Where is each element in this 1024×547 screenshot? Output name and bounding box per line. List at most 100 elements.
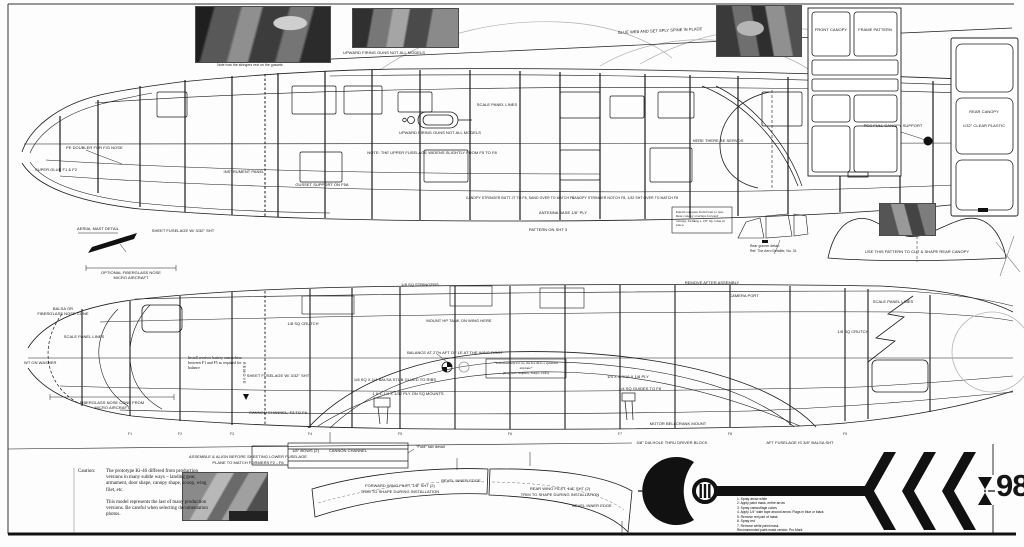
plan-annotation: ANTENNA BASE 1/8" PLY — [538, 210, 588, 215]
plan-annotation: SUPER GLUE F1 & F2 — [35, 167, 78, 172]
plan-annotation: CANNON CHANNEL, F2 TO F6 — [249, 410, 307, 415]
plan-annotation: CANOPY STRINGER NOTCH F8, 1/32 SHT OVER … — [571, 196, 679, 200]
plan-annotation: 3/8" DIA HOLE THRU DRIVER BLOCK — [636, 440, 708, 445]
paint-step: 3. Spray camouflage colors — [737, 505, 777, 510]
plan-annotation: 1/8 SQ X 1/4 BALSA STUB GLUED TO RIBS — [353, 377, 437, 382]
plan-annotation: AFT FUSELAGE IS 3/8" BALSA SHT — [766, 440, 834, 445]
historical-quote: “Unfortunately for us, the Ki-46 is a sp… — [488, 361, 564, 376]
paint-step: 5. Remove red part of mask — [737, 514, 778, 519]
rear-canopy-pattern — [950, 37, 1019, 217]
former-label: F8 — [727, 432, 733, 436]
plan-annotation: MICRO AIRCRAFT — [94, 405, 130, 410]
photo-rear-canopy — [879, 203, 936, 236]
rear-gunner-note: Ref: The Aero Detailer, No. 31 — [750, 249, 797, 253]
plan-annotation: UPWARD FIRING GUNS NOT ALL MODELS — [399, 130, 481, 135]
paint-sequence-list: 1. Spray arrow white 2. Apply paint mask… — [737, 497, 859, 533]
cannon-channel-label: CANNON CHANNEL — [328, 448, 368, 453]
frame-pattern-label: FRAME PATTERN — [858, 27, 892, 32]
lower-fuselage-view — [7, 284, 1024, 532]
quote-text: “Unfortunately for us, the Ki-46 is a sp… — [494, 361, 558, 371]
plan-annotation: BEVEL INNER EDGE — [441, 478, 481, 483]
caution-block: Caution: The prototype Ki-46 differed fr… — [78, 469, 212, 518]
rear-filet-label: REAR WING FILET, 1/8" SHT (2) — [529, 486, 591, 491]
plan-annotation: CAMERA PORT — [729, 293, 759, 298]
saddle-pattern-note: USE THIS PATTERN TO CUT & SHAPE REAR CAN… — [864, 249, 970, 254]
canopy-install-note: Install canopies from front to rear. Rea… — [676, 210, 725, 228]
plan-annotation: SCALE PANEL LINES — [476, 102, 518, 107]
canopy-sections-sketch — [737, 213, 809, 255]
plan-annotation: BALSA OR — [52, 306, 74, 311]
plan-annotation: PEG FULL CANOPY SUPPORT — [863, 123, 923, 128]
paint-step: 2. Apply paint mask, entire arrow — [737, 501, 785, 506]
plan-annotation: 1 X 1-1/4 X 1/32 PLY ON SQ MOUNTS — [372, 391, 444, 396]
plan-annotation: 1/32" CLEAR PLASTIC — [962, 123, 1006, 128]
roundel-position — [951, 311, 1024, 393]
former-label: F7 — [617, 432, 623, 436]
battery-note: Install receiver battery somewhere betwe… — [188, 356, 242, 371]
plan-annotation: 1/8 SQ CRUTCH — [837, 329, 869, 334]
plan-annotation: MOUNT HP TANK ON WING HERE — [426, 318, 492, 323]
remove-label: REMOVE — [242, 362, 246, 385]
detail-title: AERIAL MAST DETAIL — [77, 226, 119, 231]
plan-annotation: INSTRUMENT PANEL — [223, 169, 265, 174]
plan-annotation: 1/8" BOWS (2) — [292, 448, 319, 453]
former-label: F5 — [397, 432, 403, 436]
cannon-channel-detail — [251, 432, 415, 469]
photo-caption: Note how the stringers rest on the gusse… — [217, 63, 283, 67]
paint-step: 4. Apply 1/4" wide tape around arrow. Fl… — [737, 510, 824, 515]
former-label: F1 — [127, 432, 133, 436]
plan-annotation: 1/8 SQ CRUTCH — [287, 321, 319, 326]
note-boxes — [485, 206, 733, 379]
plan-annotation: TRIM TO SHAPE DURING INSTALLATION — [360, 489, 440, 494]
plan-annotation: SCALE PANEL LINES — [63, 334, 105, 339]
plan-annotation: 1/8 SQ STRINGERS — [401, 282, 439, 287]
quote-attribution: (Engineer Nagako, Tokyo, 1945) — [502, 371, 550, 376]
forward-filet-label: FORWARD WING FILET, 1/8" SHT (2) — [365, 483, 435, 488]
plan-annotation: REMOVE AFTER ASSEMBLY — [684, 280, 740, 285]
plan-annotation: PE DOUBLER FOR F/G NOSE — [66, 145, 123, 150]
paint-step: 1. Spray arrow white — [737, 497, 768, 501]
caution-heading: Caution: — [78, 469, 96, 474]
lightning-leader — [867, 295, 914, 363]
rear-gunner-note: Rear gunner detail: — [750, 244, 780, 248]
plan-annotation: SHEET FUSELAGE W/ 3/32" SHT — [246, 373, 310, 378]
sheet-number: 98 — [996, 468, 1024, 503]
canopy-support-peg — [923, 136, 933, 146]
plan-annotation: CANOPY STRINGER BUTT JT TO F8, SAND OVER… — [465, 196, 575, 200]
plan-annotation: "Fold" tab detail — [416, 444, 445, 449]
plan-annotation: FIBERGLASS NOSE CONE — [37, 311, 89, 316]
plan-annotation: NOTE: THE UPPER FUSELAGE WIDENS SLIGHTLY… — [367, 150, 497, 155]
plan-annotation: MICRO AIRCRAFT — [113, 275, 149, 280]
fuselage-arrow-marking — [638, 452, 995, 530]
plan-annotation: SCALE PANEL LINES — [872, 299, 914, 304]
caution-paragraph: This model represents the last of many p… — [106, 499, 208, 518]
photo-canopy-detail — [716, 5, 802, 57]
paint-step: 6. Spray red — [737, 519, 755, 524]
aerial-mast-detail — [49, 232, 177, 400]
former-label: F9 — [842, 432, 848, 436]
wing-root-fillet — [307, 351, 817, 429]
arrow-fletching — [862, 452, 992, 530]
plan-annotation: TRIM TO SHAPE DURING INSTALLATION — [520, 492, 600, 497]
upward-firing-gun-detail — [402, 111, 472, 129]
plan-annotation: OPTIONAL FIBERGLASS NOSE — [101, 270, 161, 275]
balance-note: BALANCE AT 27% AFT OF LE AT THE WING ROO… — [407, 350, 503, 355]
plan-annotation: BEVEL INNER EDGE — [572, 503, 612, 508]
plan-annotation: HERE THERE BE SERVOS — [692, 138, 744, 143]
plan-annotation: 1/4 SQ GUIDES TO F8 — [618, 386, 662, 391]
photo-cockpit-framing — [195, 6, 331, 63]
front-canopy-frame-pattern — [807, 7, 902, 178]
plan-annotation: WT ON WASHER — [24, 360, 57, 365]
photo-aircraft-on-field — [182, 472, 268, 521]
paint-step: 7. Remove white paint mask — [737, 523, 779, 528]
plan-annotation: SHEET FUSELAGE W/ 3/32" SHT — [151, 228, 215, 233]
plan-annotation: FIBERGLASS NOSE CONE FROM — [79, 400, 145, 405]
former-label: F4 — [307, 432, 313, 436]
plan-annotation: MOTOR BELLCRANK MOUNT — [649, 421, 707, 426]
photo-gun-installation — [352, 8, 459, 48]
plan-annotation: UPWARD FIRING GUNS NOT ALL MODELS — [343, 50, 425, 55]
plan-annotation: PLANE TO MATCH FORMERS F2 - F8 — [212, 460, 284, 465]
front-canopy-label: FRONT CANOPY — [814, 27, 848, 32]
